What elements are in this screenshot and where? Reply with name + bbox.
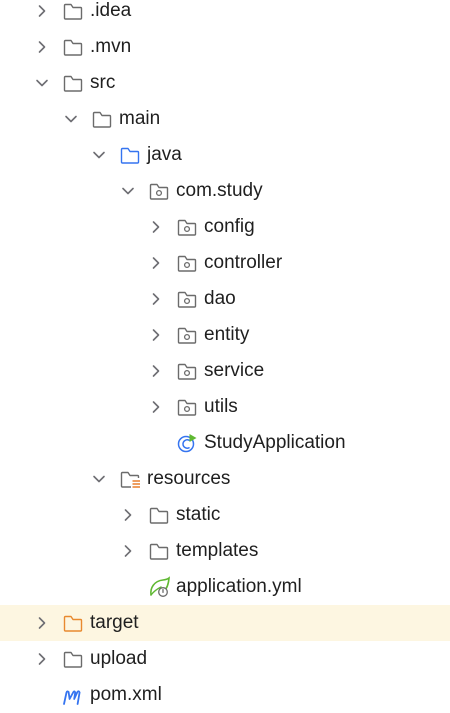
chevron-down-icon[interactable] <box>89 469 109 489</box>
chevron-down-icon[interactable] <box>32 73 52 93</box>
tree-row-label: upload <box>90 648 148 669</box>
tree-row-mvn[interactable]: .mvn <box>0 29 450 65</box>
tree-row-upload[interactable]: upload <box>0 641 450 677</box>
tree-row-label: resources <box>147 468 231 489</box>
chevron-right-icon[interactable] <box>118 505 138 525</box>
tree-row-static[interactable]: static <box>0 497 450 533</box>
folder-icon <box>92 111 112 128</box>
tree-row-entity[interactable]: entity <box>0 317 450 353</box>
chevron-right-icon[interactable] <box>146 361 166 381</box>
source-folder-icon <box>120 147 140 164</box>
tree-row-java[interactable]: java <box>0 137 450 173</box>
chevron-right-icon[interactable] <box>32 613 52 633</box>
tree-row-templates[interactable]: templates <box>0 533 450 569</box>
tree-row-src[interactable]: src <box>0 65 450 101</box>
chevron-right-icon[interactable] <box>118 541 138 561</box>
tree-row-config[interactable]: config <box>0 209 450 245</box>
tree-row-resources[interactable]: resources <box>0 461 450 497</box>
chevron-right-icon[interactable] <box>146 325 166 345</box>
tree-row-study-application[interactable]: StudyApplication <box>0 425 450 461</box>
package-icon <box>177 327 197 344</box>
folder-icon <box>63 75 83 92</box>
chevron-down-icon[interactable] <box>61 109 81 129</box>
tree-row-label: StudyApplication <box>204 432 346 453</box>
chevron-right-icon[interactable] <box>146 253 166 273</box>
resources-folder-icon <box>120 471 140 488</box>
tree-row-main[interactable]: main <box>0 101 450 137</box>
package-icon <box>177 399 197 416</box>
tree-row-label: service <box>204 360 265 381</box>
package-icon <box>177 363 197 380</box>
chevron-right-icon[interactable] <box>146 397 166 417</box>
chevron-right-icon[interactable] <box>32 37 52 57</box>
tree-row-label: .idea <box>90 0 132 21</box>
tree-row-service[interactable]: service <box>0 353 450 389</box>
chevron-right-icon[interactable] <box>32 649 52 669</box>
folder-icon <box>63 651 83 668</box>
chevron-down-icon[interactable] <box>118 181 138 201</box>
folder-icon <box>63 3 83 20</box>
chevron-right-icon[interactable] <box>146 217 166 237</box>
tree-row-label: utils <box>204 396 238 417</box>
tree-row-label: src <box>90 72 116 93</box>
tree-row-label: pom.xml <box>90 684 162 705</box>
package-icon <box>149 183 169 200</box>
tree-row-label: controller <box>204 252 283 273</box>
tree-row-label: application.yml <box>176 576 302 597</box>
tree-row-label: templates <box>176 540 259 561</box>
tree-row-idea[interactable]: .idea <box>0 0 450 29</box>
chevron-right-icon[interactable] <box>32 1 52 21</box>
folder-icon <box>149 543 169 560</box>
tree-row-label: dao <box>204 288 236 309</box>
tree-row-com-study[interactable]: com.study <box>0 173 450 209</box>
package-icon <box>177 291 197 308</box>
tree-row-label: main <box>119 108 161 129</box>
package-icon <box>177 219 197 236</box>
chevron-down-icon[interactable] <box>89 145 109 165</box>
tree-row-dao[interactable]: dao <box>0 281 450 317</box>
tree-row-pom-xml[interactable]: pom.xml <box>0 677 450 713</box>
package-icon <box>177 255 197 272</box>
maven-icon <box>63 690 81 705</box>
tree-row-target[interactable]: target <box>0 605 450 641</box>
spring-config-icon <box>150 576 170 597</box>
tree-row-label: static <box>176 504 221 525</box>
tree-row-utils[interactable]: utils <box>0 389 450 425</box>
folder-icon <box>63 39 83 56</box>
tree-row-label: com.study <box>176 180 263 201</box>
spring-boot-class-icon <box>177 434 197 453</box>
folder-icon <box>149 507 169 524</box>
excluded-folder-icon <box>63 615 83 632</box>
tree-row-label: entity <box>204 324 250 345</box>
tree-row-controller[interactable]: controller <box>0 245 450 281</box>
tree-row-label: .mvn <box>90 36 132 57</box>
chevron-right-icon[interactable] <box>146 289 166 309</box>
tree-row-label: config <box>204 216 255 237</box>
tree-row-label: java <box>147 144 182 165</box>
tree-row-application-yml[interactable]: application.yml <box>0 569 450 605</box>
tree-row-label: target <box>90 612 139 633</box>
